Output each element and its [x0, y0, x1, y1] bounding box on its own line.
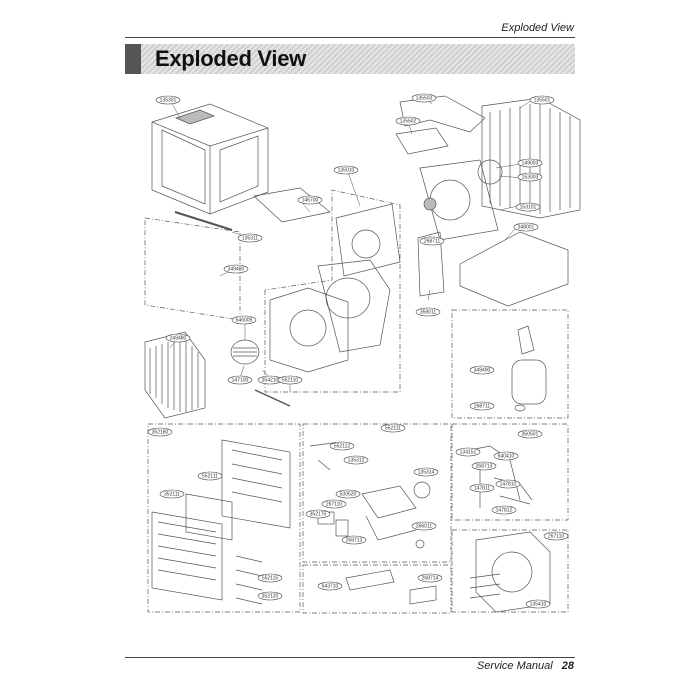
page-number: 28: [561, 660, 574, 672]
blower-housing: [269, 203, 401, 373]
title-tab: [125, 44, 141, 74]
page-footer: Service Manual 28: [477, 660, 574, 672]
part-number-label: 349490: [474, 368, 491, 374]
part-number-label: 268711: [474, 404, 491, 410]
part-number-label: 646009: [236, 318, 253, 324]
condenser-coil-top: [481, 97, 581, 219]
part-number-label: 135311: [242, 236, 259, 242]
part-number-label: 134151: [460, 450, 477, 456]
group-frames: [144, 189, 569, 614]
part-number-label: 268711: [424, 239, 441, 245]
part-number-label: 146700: [302, 198, 319, 204]
part-number-label: 135010: [338, 168, 355, 174]
blower-wheel: [230, 339, 260, 365]
part-number-label: 147810: [500, 482, 517, 488]
part-number-label: 352175: [310, 512, 327, 518]
tray: [395, 127, 449, 155]
remote-controller: [345, 569, 395, 591]
part-number-label: 349480: [228, 267, 245, 273]
part-number-label: 352180: [152, 430, 169, 436]
part-number-label: 147812: [496, 508, 513, 514]
blower-group-frame: [264, 189, 401, 393]
control-box: [309, 441, 431, 549]
part-number-label: 640410: [498, 454, 515, 460]
part-number-label: 147811: [474, 486, 491, 492]
footer-rule: [125, 657, 575, 658]
part-number-label: 552112: [334, 444, 351, 450]
part-number-label: 359011: [420, 310, 437, 316]
part-number-label: 153101: [520, 205, 537, 211]
compressor: [511, 325, 547, 412]
part-number-label: 552111: [385, 426, 401, 432]
remote-group-frame: [302, 564, 452, 614]
part-number-label: 135503: [416, 96, 433, 102]
piping-group-frame: [451, 423, 569, 521]
air-guide: [399, 95, 486, 133]
front-grille-group-frame: [147, 423, 301, 613]
remote-holder: [409, 585, 437, 605]
compressor-group-frame: [451, 309, 569, 419]
title-band: Exploded View: [125, 44, 575, 74]
part-number-label: 268713: [346, 538, 363, 544]
part-number-label: 348001: [518, 225, 535, 231]
part-number-label: 153003: [522, 175, 539, 181]
part-number-label: 352120: [262, 594, 279, 600]
part-number-label: 266011: [416, 524, 433, 530]
part-number-label: 249480: [170, 336, 187, 342]
cabinet-outer: [151, 103, 269, 215]
part-number-label: 552111: [202, 474, 218, 480]
motor-shaft: [254, 389, 291, 407]
part-number-label: 267110: [326, 502, 343, 508]
evaporator-coil: [144, 331, 206, 419]
part-number-label: 135410: [530, 602, 547, 608]
part-number-label: 268713: [476, 464, 493, 470]
footer-label: Service Manual: [476, 660, 553, 672]
part-number-label: 643710: [322, 584, 339, 590]
part-number-label: 149003: [522, 161, 539, 167]
condenser-group-frame: [451, 529, 569, 613]
top-plate: [253, 187, 331, 223]
part-labels: 135301 135503 135502 135501 149003 153003 1531…: [152, 96, 565, 608]
part-number-label: 354210: [262, 378, 279, 384]
part-number-label: 352111: [164, 492, 180, 498]
part-number-label: 552110: [282, 378, 299, 384]
control-bracket: [417, 231, 445, 297]
part-number-label: 135301: [160, 98, 177, 104]
part-number-label: 135312: [348, 458, 365, 464]
front-grille: [151, 439, 291, 605]
part-number-label: 135501: [534, 98, 551, 104]
condenser-fan: [419, 159, 503, 241]
rail: [174, 211, 233, 231]
part-number-label: 350501: [522, 432, 539, 438]
part-number-label: 267110: [548, 534, 565, 540]
base-pan: [459, 231, 569, 307]
page-title: Exploded View: [155, 46, 306, 71]
control-box-group-frame: [302, 423, 452, 563]
part-number-label: 135502: [400, 119, 417, 125]
part-number-label: 552115: [262, 576, 279, 582]
running-header: Exploded View: [501, 22, 574, 34]
part-number-label: 135314: [418, 470, 435, 476]
part-number-label: 268714: [422, 576, 439, 582]
part-number-label: 147100: [232, 378, 249, 384]
header-rule: [125, 37, 575, 38]
part-number-label: 530520: [340, 492, 357, 498]
